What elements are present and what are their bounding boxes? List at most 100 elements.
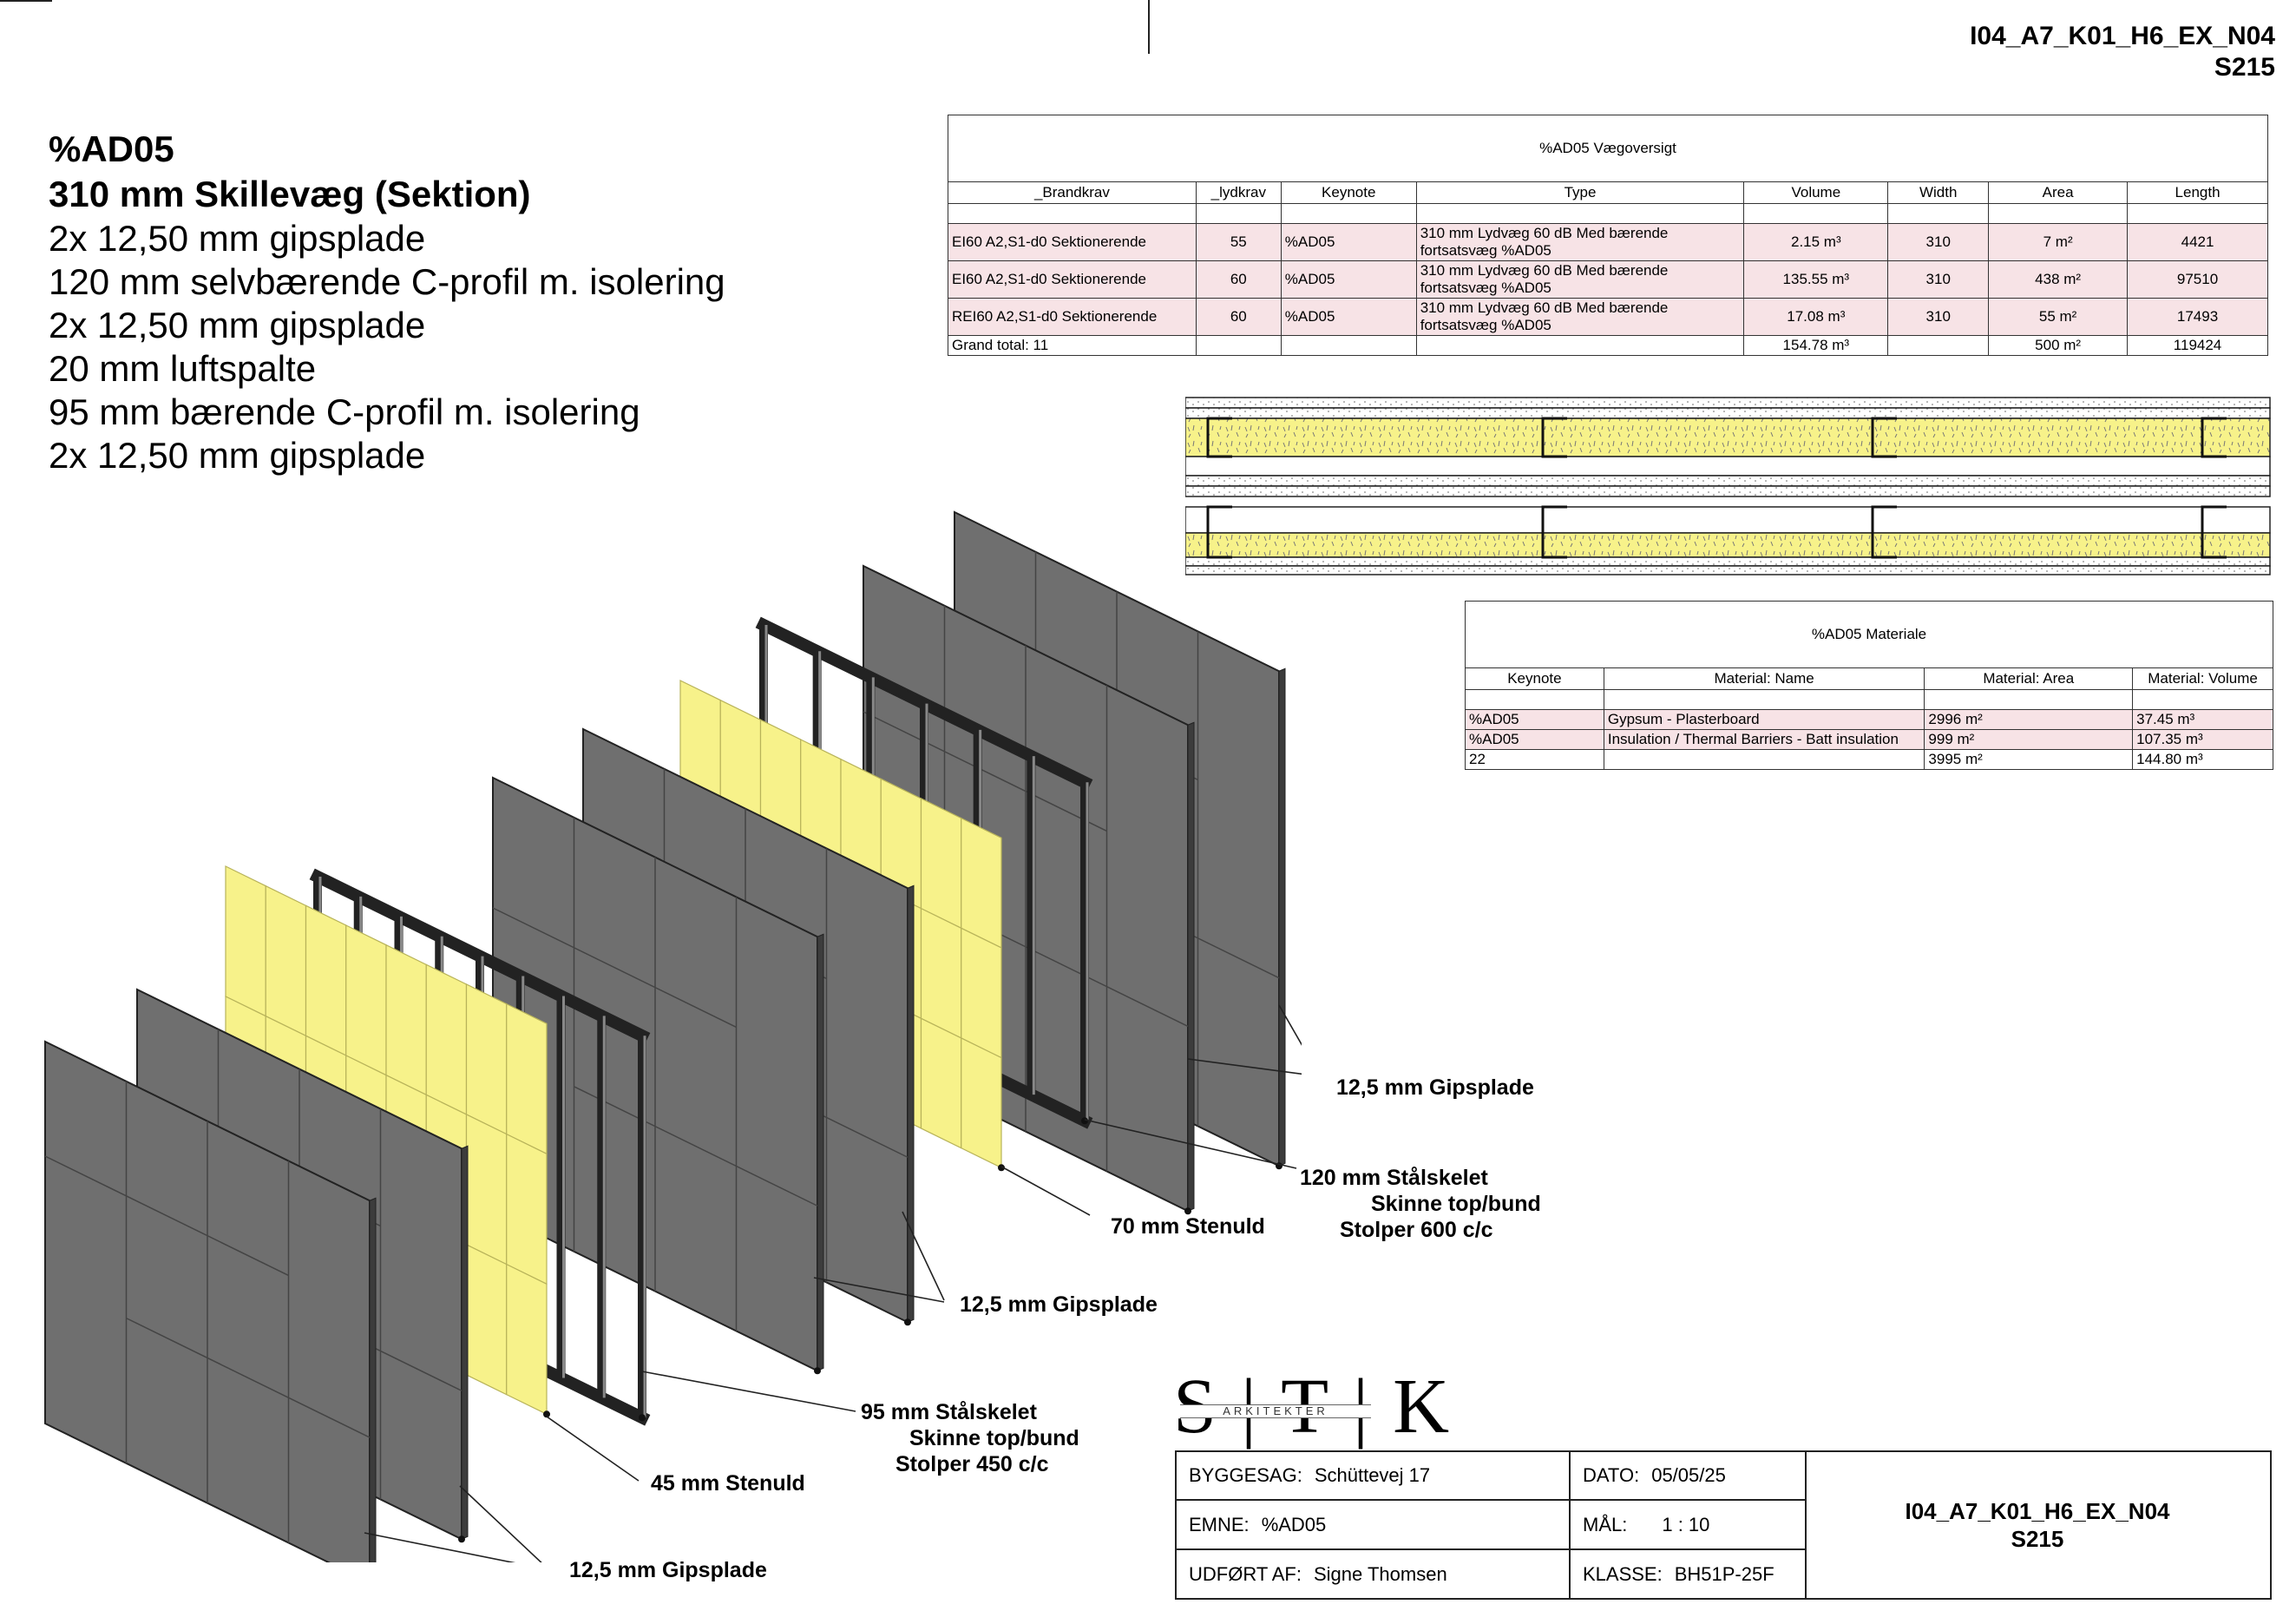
table-cell: EI60 A2,S1-d0 Sektionerende <box>948 260 1197 299</box>
leader-line <box>813 1277 945 1303</box>
column-header: Material: Volume <box>2132 667 2273 690</box>
table-cell: 17.08 m³ <box>1743 298 1889 336</box>
info-dato: DATO: 05/05/25 <box>1571 1452 1805 1499</box>
table-cell: 55 m² <box>1988 298 2129 336</box>
table-cell: %AD05 <box>1280 298 1417 336</box>
table-cell: 154.78 m³ <box>1743 335 1889 356</box>
table-cell: 310 mm Lydvæg 60 dB Med bærende fortsats… <box>1415 298 1745 336</box>
label-stenuld-70: 70 mm Stenuld <box>1111 1214 1265 1239</box>
material-schedule-caption: %AD05 Materiale <box>1465 601 2273 668</box>
frame-tick-top-left <box>0 0 52 2</box>
table-cell: %AD05 <box>1280 260 1417 299</box>
info-key: UDFØRT AF: <box>1189 1562 1302 1585</box>
leader-lines <box>364 1004 1302 1562</box>
label-line: Skinne top/bund <box>1371 1192 1541 1216</box>
c-profile-stud <box>1541 417 1567 458</box>
label-steel-120: 120 mm Stålskelet Skinne top/bund Stolpe… <box>1300 1165 1541 1243</box>
info-maal: MÅL: 1 : 10 <box>1571 1501 1805 1548</box>
column-header: Length <box>2127 181 2268 204</box>
leader-line <box>546 1416 640 1482</box>
label-steel-95: 95 mm Stålskelet Skinne top/bund Stolper… <box>861 1399 1079 1477</box>
table-cell: 55 <box>1195 223 1282 261</box>
column-header: _lydkrav <box>1195 181 1282 204</box>
layer-line: 20 mm luftspalte <box>49 348 317 389</box>
info-emne: EMNE: %AD05 <box>1177 1501 1569 1548</box>
column-header: Type <box>1415 181 1745 204</box>
section-layers <box>1185 397 2271 575</box>
column-header: Width <box>1887 181 1990 204</box>
info-value: Signe Thomsen <box>1313 1562 1447 1585</box>
label-gipsplade-front: 12,5 mm Gipsplade <box>569 1558 767 1582</box>
section-studs <box>1206 417 2227 559</box>
c-profile-stud <box>1871 417 1897 458</box>
iso-layers <box>44 510 1286 1562</box>
table-cell: 119424 <box>2127 335 2268 356</box>
title-block: %AD05 310 mm Skillevæg (Sektion) 2x 12,5… <box>49 127 725 477</box>
c-profile-stud <box>2201 505 2227 559</box>
table-cell: Insulation / Thermal Barriers - Batt ins… <box>1603 729 1925 750</box>
table-cell: EI60 A2,S1-d0 Sektionerende <box>948 223 1197 261</box>
label-line: 120 mm Stålskelet <box>1300 1166 1488 1190</box>
gipsplade-panel-front-outer <box>44 1040 377 1562</box>
c-profile-stud <box>1206 417 1232 458</box>
table-cell: 310 <box>1887 260 1990 299</box>
table-row: %AD05 Gypsum - Plasterboard 2996 m² 37.4… <box>1465 709 2273 730</box>
info-key: BYGGESAG: <box>1189 1464 1302 1486</box>
table-cell: 7 m² <box>1988 223 2129 261</box>
table-cell: Gypsum - Plasterboard <box>1603 709 1925 730</box>
table-row: REI60 A2,S1-d0 Sektionerende 60 %AD05 31… <box>948 298 2268 336</box>
table-cell <box>1603 749 1925 770</box>
title-info-box: BYGGESAG: Schüttevej 17 DATO: 05/05/25 E… <box>1175 1450 2272 1600</box>
info-sheet-code: I04_A7_K01_H6_EX_N04 S215 <box>1807 1452 2268 1598</box>
wall-schedule-caption: %AD05 Vægoversigt <box>948 115 2268 182</box>
label-line: Stolper 600 c/c <box>1340 1218 1493 1242</box>
c-profile-stud <box>1871 505 1897 559</box>
table-cell: 310 <box>1887 223 1990 261</box>
column-header: Area <box>1988 181 2129 204</box>
column-header: Material: Name <box>1603 667 1925 690</box>
table-row: EI60 A2,S1-d0 Sektionerende 60 %AD05 310… <box>948 260 2268 299</box>
table-cell: %AD05 <box>1465 709 1604 730</box>
table-cell: 500 m² <box>1988 335 2129 356</box>
label-line: 95 mm Stålskelet <box>861 1400 1037 1424</box>
info-key: EMNE: <box>1189 1513 1250 1535</box>
wall-code: %AD05 <box>49 128 174 169</box>
table-cell: 107.35 m³ <box>2132 729 2273 750</box>
column-header: Keynote <box>1280 181 1417 204</box>
table-total-row: 22 3995 m² 144.80 m³ <box>1465 749 2273 770</box>
c-profile-stud <box>2201 417 2227 458</box>
info-value: 1 : 10 <box>1662 1513 1710 1535</box>
leader-line <box>1278 1004 1302 1046</box>
label-stenuld-45: 45 mm Stenuld <box>651 1471 805 1496</box>
column-header: Keynote <box>1465 667 1604 690</box>
leader-line <box>902 1211 945 1301</box>
layer-line: 2x 12,50 mm gipsplade <box>49 435 426 476</box>
info-key: KLASSE: <box>1583 1562 1663 1585</box>
info-key: DATO: <box>1583 1464 1640 1486</box>
table-cell: %AD05 <box>1280 223 1417 261</box>
leader-line <box>1187 1058 1302 1075</box>
info-byggesag: BYGGESAG: Schüttevej 17 <box>1177 1452 1569 1499</box>
table-cell: %AD05 <box>1465 729 1604 750</box>
layer-line: 95 mm bærende C-profil m. isolering <box>49 391 640 432</box>
table-cell: 2.15 m³ <box>1743 223 1889 261</box>
info-sheet-number: S215 <box>2011 1526 2064 1552</box>
layer-line: 2x 12,50 mm gipsplade <box>49 218 426 259</box>
info-klasse: KLASSE: BH51P-25F <box>1571 1550 1805 1598</box>
layer-line: 2x 12,50 mm gipsplade <box>49 305 426 345</box>
info-udfoert: UDFØRT AF: Signe Thomsen <box>1177 1550 1569 1598</box>
info-key: MÅL: <box>1583 1513 1628 1535</box>
table-row: EI60 A2,S1-d0 Sektionerende 55 %AD05 310… <box>948 223 2268 261</box>
c-profile-stud <box>1541 505 1567 559</box>
table-cell: 4421 <box>2127 223 2268 261</box>
table-cell: 22 <box>1465 749 1604 770</box>
table-cell: 144.80 m³ <box>2132 749 2273 770</box>
column-header: _Brandkrav <box>948 181 1197 204</box>
table-cell: 310 mm Lydvæg 60 dB Med bærende fortsats… <box>1415 260 1745 299</box>
table-cell: Grand total: 11 <box>948 335 1197 356</box>
leader-line <box>1084 1119 1297 1169</box>
table-cell: 310 <box>1887 298 1990 336</box>
table-cell: 60 <box>1195 260 1282 299</box>
table-cell: 37.45 m³ <box>2132 709 2273 730</box>
column-header: Volume <box>1743 181 1889 204</box>
